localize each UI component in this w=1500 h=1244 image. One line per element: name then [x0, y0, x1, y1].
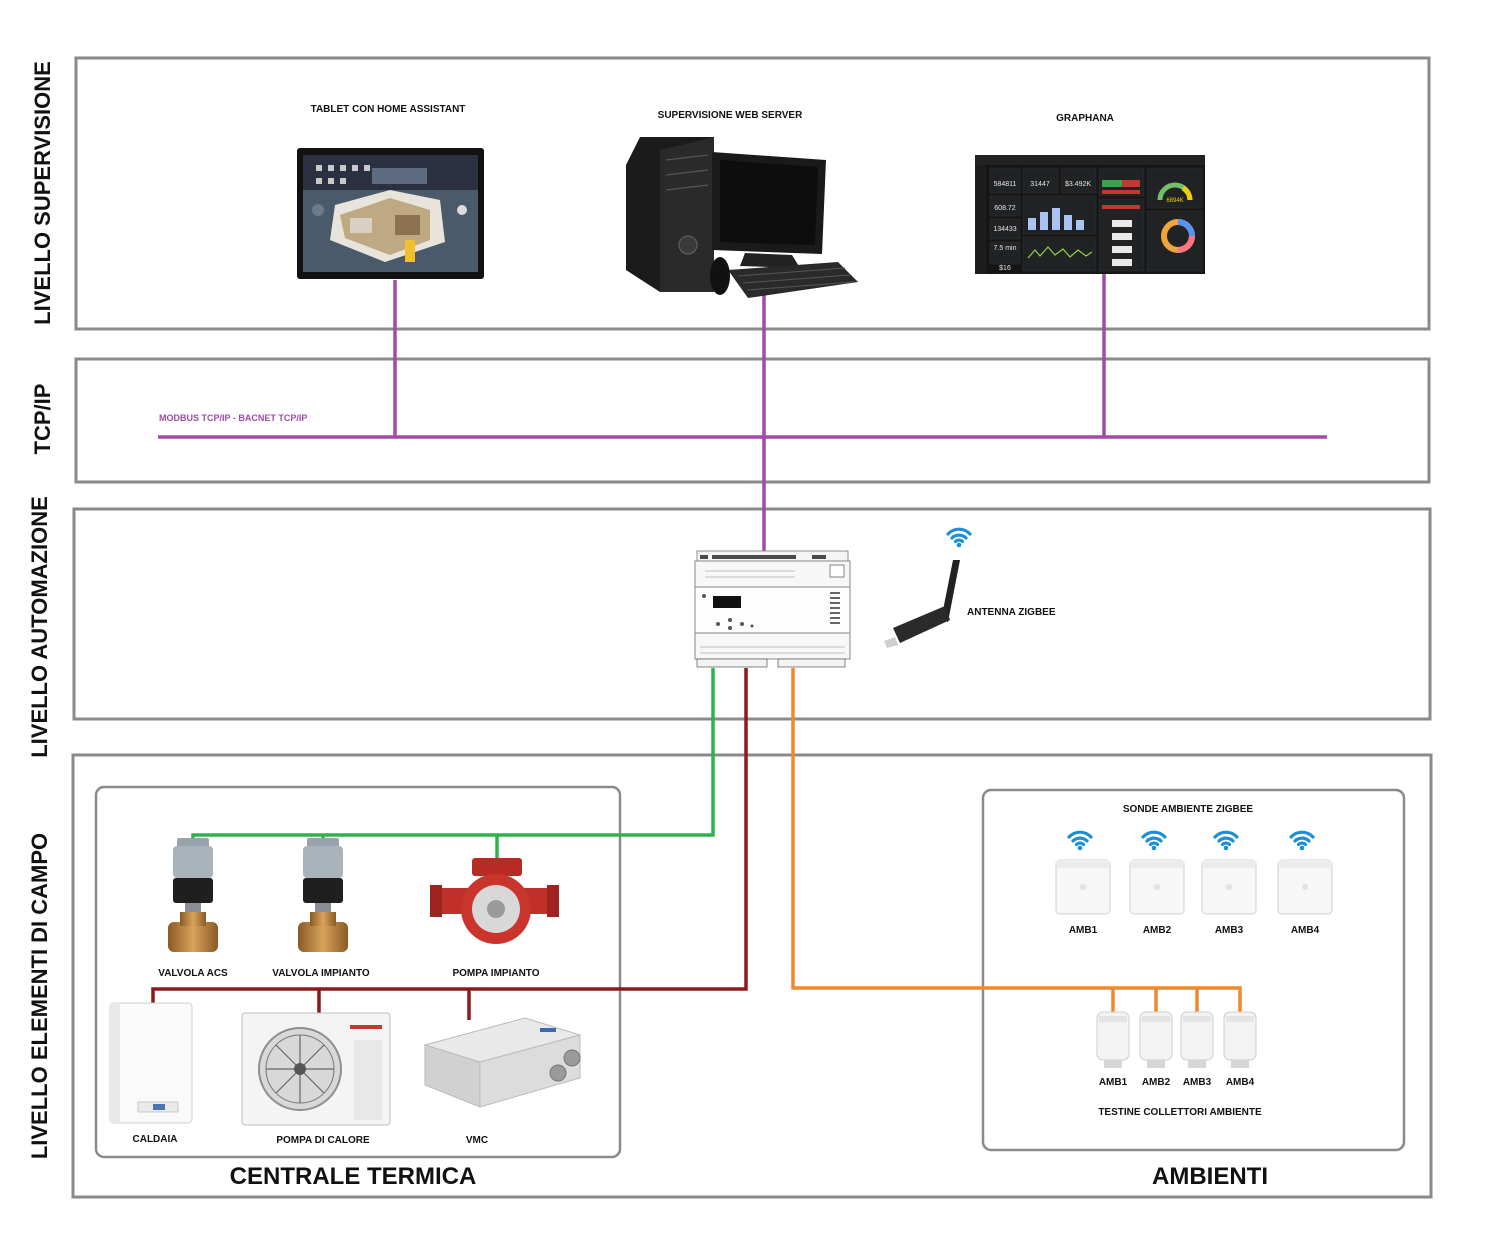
thermostatic-head-2: AMB2	[1139, 1011, 1173, 1088]
zigbee-sensor-4: AMB4	[1277, 830, 1333, 936]
valve-acs	[168, 838, 218, 952]
green-control-line	[191, 668, 715, 862]
antenna-wifi-icon	[946, 527, 972, 549]
boiler-caldaia	[109, 1002, 193, 1124]
zigbee-sensor-3: AMB3	[1201, 830, 1257, 936]
zigbee-sensor-2: AMB2	[1129, 830, 1185, 936]
testine-title: TESTINE COLLETTORI AMBIENTE	[1098, 1107, 1262, 1118]
valvola-acs-label: VALVOLA ACS	[158, 968, 228, 979]
tablet-label: TABLET CON HOME ASSISTANT	[311, 104, 466, 115]
frame-ambienti	[981, 788, 1406, 1152]
valve-impianto	[298, 838, 348, 952]
grafana-dashboard: 584811 31447 $3.492K 608.72 134433 7.5 m…	[975, 155, 1205, 274]
frame-supervisione	[74, 56, 1431, 331]
wifi-icon	[1289, 830, 1315, 852]
valvola-impianto-label: VALVOLA IMPIANTO	[272, 968, 370, 979]
sonda-label: AMB3	[1215, 925, 1244, 936]
plc-controller	[694, 550, 851, 668]
grafana-stat-3: $3.492K	[1065, 181, 1091, 188]
pompa-impianto-label: POMPA IMPIANTO	[452, 968, 539, 979]
wifi-icon	[1213, 830, 1239, 852]
sonda-label: AMB1	[1069, 925, 1098, 936]
thermostatic-heads: AMB1 AMB2 AMB3 AMB4	[1096, 1011, 1257, 1088]
vmc-label: VMC	[466, 1135, 488, 1146]
level-label-supervisione: LIVELLO SUPERVISIONE	[30, 61, 55, 325]
grafana-stat-1: 584811	[994, 181, 1017, 188]
caldaia-label: CALDAIA	[133, 1134, 178, 1145]
grafana-stat-7: $16	[999, 265, 1011, 272]
zigbee-antenna	[884, 560, 960, 648]
tablet-home-assistant	[297, 148, 484, 279]
heat-pump	[241, 1012, 391, 1126]
sonda-label: AMB4	[1291, 925, 1320, 936]
sonda-label: AMB2	[1143, 925, 1172, 936]
level-label-tcpip: TCP/IP	[30, 384, 55, 455]
grafana-stat-5: 134433	[993, 226, 1016, 233]
bus-label: MODBUS TCP/IP - BACNET TCP/IP	[159, 413, 307, 423]
zigbee-sensors: AMB1 AMB2 AMB3 AMB4	[1055, 830, 1333, 936]
grafana-stat-6: 7.5 min	[994, 245, 1017, 252]
thermostatic-head-4: AMB4	[1223, 1011, 1257, 1088]
sonde-title: SONDE AMBIENTE ZIGBEE	[1123, 804, 1254, 815]
red-control-line	[151, 668, 748, 1020]
wifi-icon	[1141, 830, 1167, 852]
ambienti-title: AMBIENTI	[1152, 1163, 1268, 1190]
zigbee-sensor-1: AMB1	[1055, 830, 1111, 936]
thermostatic-head-3: AMB3	[1180, 1011, 1214, 1088]
pompa-calore-label: POMPA DI CALORE	[276, 1135, 370, 1146]
level-label-automazione: LIVELLO AUTOMAZIONE	[27, 496, 52, 758]
desktop-computer	[626, 137, 858, 298]
centrale-termica-title: CENTRALE TERMICA	[230, 1163, 477, 1190]
testina-label: AMB2	[1142, 1077, 1171, 1088]
frame-centrale-termica	[94, 785, 622, 1159]
wifi-icon	[1067, 830, 1093, 852]
grafana-label: GRAPHANA	[1056, 113, 1114, 124]
vmc-unit	[423, 1017, 582, 1108]
pump-impianto	[430, 858, 559, 944]
testina-label: AMB4	[1226, 1077, 1255, 1088]
frame-campo	[71, 753, 1433, 1199]
level-label-campo: LIVELLO ELEMENTI DI CAMPO	[27, 833, 52, 1159]
grafana-gauge-value: 6894K	[1166, 198, 1183, 204]
grafana-stat-2: 31447	[1030, 181, 1050, 188]
frame-tcpip	[74, 357, 1431, 484]
grafana-stat-4: 608.72	[994, 205, 1016, 212]
orange-zigbee-line	[791, 668, 1242, 1015]
testina-label: AMB1	[1099, 1077, 1128, 1088]
frame-automazione	[72, 507, 1432, 721]
tcp-network-lines	[158, 273, 1327, 557]
webserver-label: SUPERVISIONE WEB SERVER	[658, 110, 803, 121]
antenna-label: ANTENNA ZIGBEE	[967, 607, 1056, 618]
thermostatic-head-1: AMB1	[1096, 1011, 1130, 1088]
testina-label: AMB3	[1183, 1077, 1212, 1088]
